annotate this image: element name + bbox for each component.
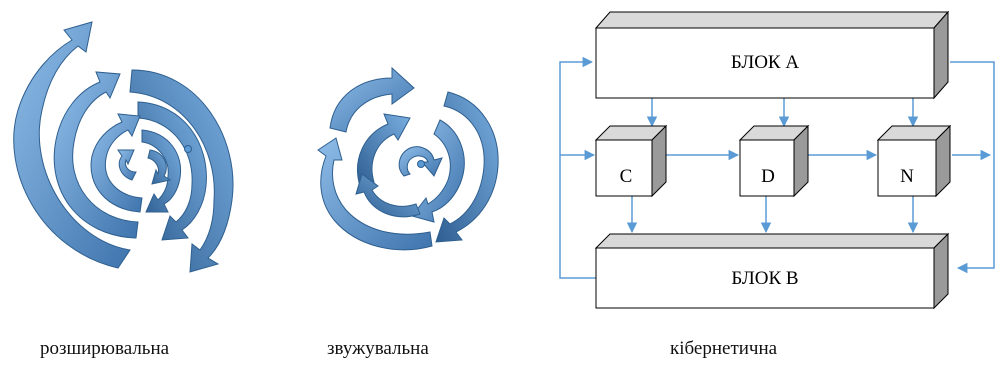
- block-b: БЛОК В: [594, 232, 950, 310]
- block-d: D: [738, 124, 810, 198]
- caption-cybernetic: кібернетична: [670, 338, 778, 359]
- block-a: БЛОК А: [594, 10, 950, 100]
- contract-arrow-inner-left: [357, 113, 411, 187]
- cybernetic-diagram: БЛОК А C D N БЛОК В: [559, 10, 995, 310]
- block-d-label: D: [761, 166, 775, 187]
- contracting-spiral: [317, 66, 499, 251]
- feedback-lines: [559, 56, 995, 279]
- block-b-front: [595, 247, 935, 309]
- block-c-front: [595, 139, 653, 197]
- block-n-front: [877, 139, 937, 197]
- spiral-arrow-core-right: [147, 149, 172, 185]
- block-a-top: [594, 11, 950, 29]
- block-c-label: C: [620, 166, 633, 187]
- block-d-front: [739, 139, 795, 197]
- block-n: N: [876, 124, 952, 198]
- caption-contracting: звужувальна: [327, 338, 429, 359]
- contract-arrow-outer-right: [435, 91, 499, 243]
- block-b-label: БЛОК В: [731, 268, 798, 289]
- spiral-arrow-mid-left: [53, 71, 139, 239]
- spiral-arrow-inner-right: [141, 129, 182, 213]
- spiral-arrow-outer-right: [129, 69, 234, 273]
- contract-arrow-inner-right: [411, 119, 465, 223]
- right-loop-line: [950, 61, 995, 274]
- block-a-side: [933, 10, 949, 100]
- contract-arrow-outer-top: [329, 66, 415, 133]
- block-a-front: [595, 27, 935, 99]
- contract-arrow-inner-bottom: [355, 173, 421, 218]
- block-a-label: БЛОК А: [731, 52, 799, 73]
- left-loop-line: [559, 56, 596, 279]
- spiral-center-dot: [184, 145, 192, 153]
- caption-expanding: розширювальна: [40, 338, 170, 359]
- block-b-top: [594, 233, 950, 249]
- spiral-arrow-outer-left: [13, 21, 131, 269]
- contract-center-dot: [417, 160, 425, 168]
- expanding-spiral: [13, 21, 234, 273]
- contract-arrow-outer-bottom: [317, 137, 433, 251]
- spiral-arrow-core-left: [117, 149, 137, 181]
- block-n-label: N: [900, 166, 914, 187]
- spiral-arrow-inner-left: [90, 113, 143, 213]
- spiral-arrow-mid-right: [137, 101, 207, 241]
- block-c: C: [594, 124, 668, 198]
- contract-arrow-core: [398, 146, 443, 177]
